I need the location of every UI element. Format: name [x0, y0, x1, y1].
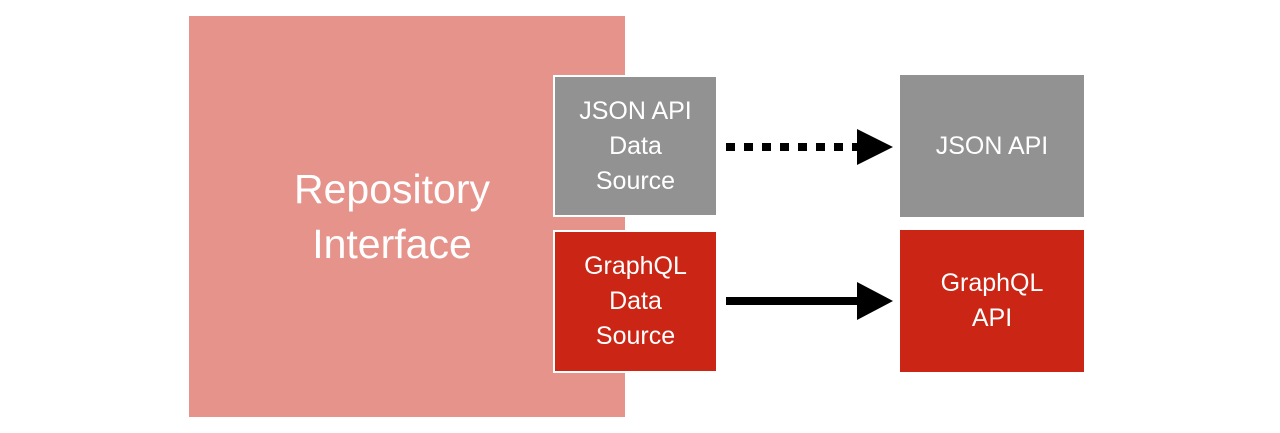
dotted-arrow-json — [726, 129, 893, 165]
repository-interface-label: Repository Interface — [294, 165, 490, 267]
graphql-data-source-label: GraphQL Data Source — [584, 252, 687, 350]
graphql-data-source-box: GraphQL Data Source — [553, 230, 718, 373]
solid-arrow-head — [857, 282, 893, 320]
repository-interface-box: Repository Interface — [189, 16, 625, 417]
json-api-label: JSON API — [935, 131, 1049, 160]
solid-arrow-graphql — [726, 282, 893, 320]
graphql-api-box: GraphQL API — [900, 230, 1084, 372]
dotted-arrow-head — [857, 129, 893, 165]
graphql-api-label: GraphQL API — [940, 269, 1044, 332]
json-api-data-source-box: JSON API Data Source — [553, 75, 718, 217]
json-api-box: JSON API — [900, 75, 1084, 217]
json-api-data-source-label: JSON API Data Source — [579, 96, 692, 195]
